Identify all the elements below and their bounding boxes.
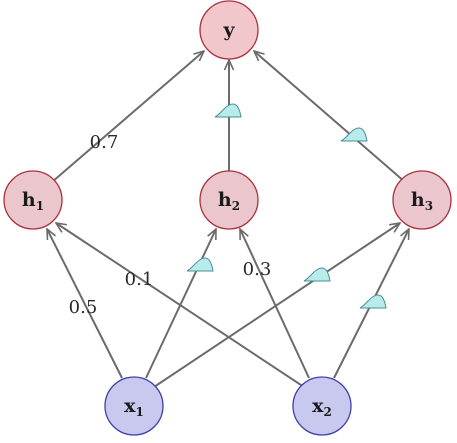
node-h1-subscript: 1 xyxy=(36,199,44,213)
svg-text:x1: x1 xyxy=(124,395,144,419)
node-h2-subscript: 2 xyxy=(232,199,240,213)
half-gaussian-icon xyxy=(214,103,242,118)
node-x2-label: x xyxy=(312,395,324,417)
half-gaussian-icon xyxy=(340,127,368,142)
svg-text:y: y xyxy=(222,19,235,41)
edge-x1-h2 xyxy=(145,229,217,379)
node-x2-subscript: 2 xyxy=(323,405,331,419)
half-gaussian-icon xyxy=(303,267,331,282)
edge-label-x1-h1: 0.5 xyxy=(69,297,98,318)
edge-label-x2-h1: 0.1 xyxy=(125,269,154,290)
svg-text:h1: h1 xyxy=(22,189,44,213)
edge-h3-y xyxy=(254,51,406,183)
edge-x2-h2 xyxy=(239,229,310,379)
edge-x1-h3 xyxy=(153,223,400,388)
node-y: y xyxy=(199,0,259,60)
node-h1-label: h xyxy=(22,189,36,211)
edge-label-x2-h2: 0.3 xyxy=(243,259,272,280)
node-x1: x1 xyxy=(104,376,164,436)
node-x2: x2 xyxy=(292,376,352,436)
half-gaussian-icon xyxy=(359,294,387,309)
node-x1-subscript: 1 xyxy=(135,405,143,419)
node-h3-subscript: 3 xyxy=(425,199,433,213)
edge-x1-h1 xyxy=(46,229,123,379)
node-y-label: y xyxy=(222,19,235,41)
node-h1: h1 xyxy=(3,170,63,230)
svg-text:h2: h2 xyxy=(218,189,240,213)
edge-label-h1-y: 0.7 xyxy=(90,132,119,153)
node-h2-label: h xyxy=(218,189,232,211)
node-h3-label: h xyxy=(411,189,425,211)
node-x1-label: x xyxy=(124,395,136,417)
node-h2: h2 xyxy=(199,170,259,230)
half-gaussian-icon xyxy=(186,257,214,272)
node-h3: h3 xyxy=(392,170,452,230)
svg-text:x2: x2 xyxy=(312,395,332,419)
edge-h1-y xyxy=(51,51,204,183)
svg-text:h3: h3 xyxy=(411,189,433,213)
